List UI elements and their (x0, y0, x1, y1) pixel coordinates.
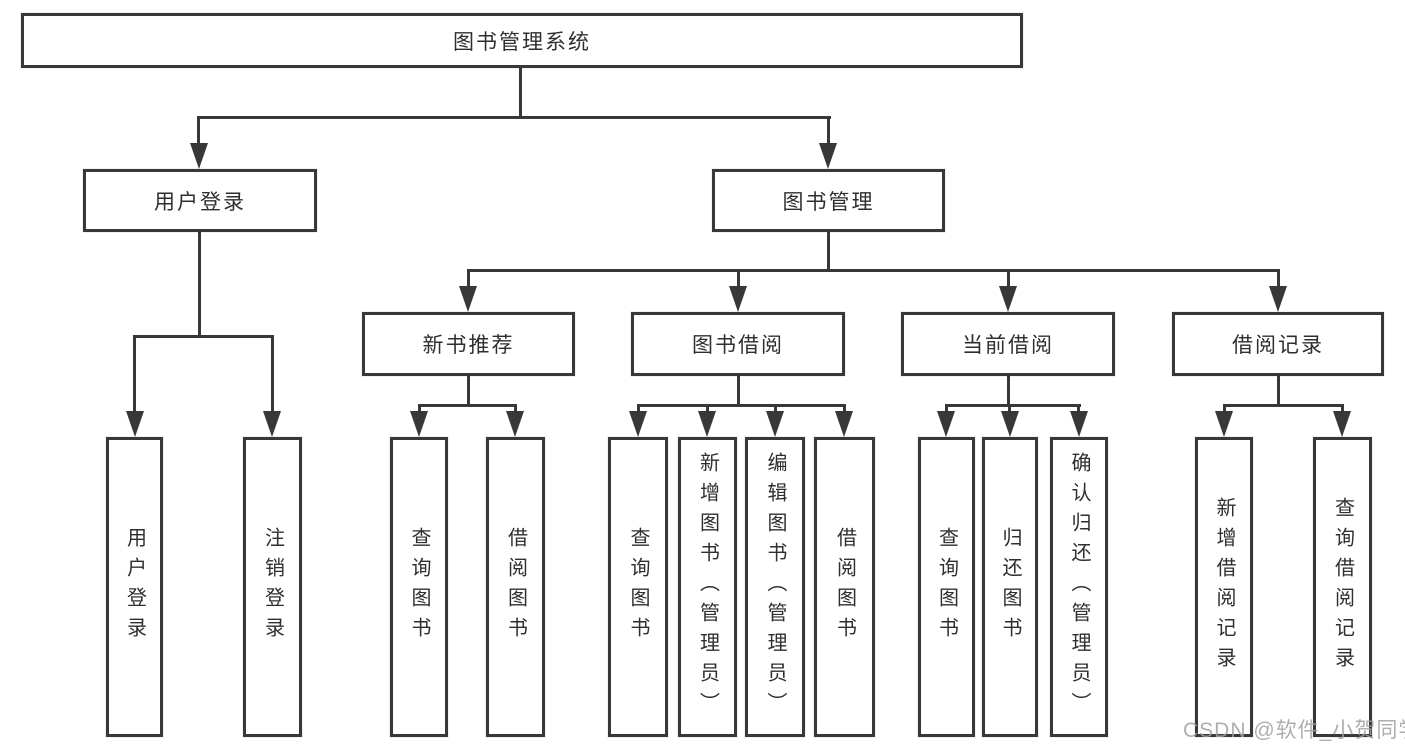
node-root: 图书管理系统 (21, 13, 1023, 68)
node-current-borrowing: 当前借阅 (901, 312, 1115, 376)
node-user-login: 用户登录 (83, 169, 317, 232)
arrow-down-icon (1070, 411, 1088, 437)
connector-line (737, 269, 740, 291)
arrow-down-icon (506, 411, 524, 437)
connector-line (197, 116, 200, 146)
connector-line (133, 335, 274, 338)
node-leaf-query-books-borrowing-label: 查询图书 (627, 527, 649, 647)
connector-line (945, 404, 1081, 407)
node-leaf-return-books: 归还图书 (982, 437, 1038, 737)
connector-line (198, 232, 201, 338)
arrow-down-icon (629, 411, 647, 437)
node-borrowing-records: 借阅记录 (1172, 312, 1384, 376)
node-leaf-borrow-books-borrowing: 借阅图书 (814, 437, 875, 737)
node-leaf-logout-label: 注销登录 (261, 527, 284, 647)
arrow-down-icon (937, 411, 955, 437)
arrow-down-icon (1269, 286, 1287, 312)
arrow-down-icon (766, 411, 784, 437)
connector-line (1341, 404, 1344, 416)
connector-line (1007, 269, 1010, 291)
node-book-borrowing-label: 图书借阅 (692, 334, 784, 357)
arrow-down-icon (459, 286, 477, 312)
node-leaf-query-books-recommend-label: 查询图书 (408, 527, 430, 647)
connector-line (1277, 376, 1280, 407)
node-book-management-label: 图书管理 (782, 190, 875, 214)
node-leaf-confirm-return-admin-label: 确认归还（管理员） (1068, 452, 1090, 722)
connector-line (418, 404, 517, 407)
arrow-down-icon (1215, 411, 1233, 437)
arrow-down-icon (263, 411, 281, 437)
node-leaf-confirm-return-admin: 确认归还（管理员） (1050, 437, 1108, 737)
node-user-login-label: 用户登录 (154, 190, 246, 214)
connector-line (637, 404, 846, 407)
arrow-down-icon (190, 143, 208, 169)
arrow-down-icon (835, 411, 853, 437)
arrow-down-icon (729, 286, 747, 312)
node-leaf-borrow-books-recommend: 借阅图书 (486, 437, 545, 737)
connector-line (133, 335, 136, 415)
node-book-management: 图书管理 (712, 169, 945, 232)
node-leaf-add-borrow-record-label: 新增借阅记录 (1213, 497, 1235, 677)
node-leaf-edit-books-admin-label: 编辑图书（管理员） (764, 452, 786, 722)
csdn-watermark: CSDN @软件_小贺同学 (1183, 719, 1405, 742)
connector-line (418, 404, 421, 416)
node-leaf-query-books-current-label: 查询图书 (935, 527, 958, 647)
arrow-down-icon (1333, 411, 1351, 437)
connector-line (945, 404, 948, 416)
connector-line (637, 404, 640, 416)
connector-line (1008, 404, 1011, 416)
node-leaf-add-borrow-record: 新增借阅记录 (1195, 437, 1253, 737)
node-leaf-user-login: 用户登录 (106, 437, 163, 737)
node-leaf-add-books-admin-label: 新增图书（管理员） (696, 452, 719, 722)
node-leaf-borrow-books-borrowing-label: 借阅图书 (833, 527, 856, 647)
node-new-book-recommendation: 新书推荐 (362, 312, 575, 376)
node-leaf-query-books-borrowing: 查询图书 (608, 437, 668, 737)
connector-line (774, 404, 777, 416)
arrow-down-icon (126, 411, 144, 437)
node-leaf-query-borrow-record: 查询借阅记录 (1313, 437, 1372, 737)
connector-line (514, 404, 517, 416)
node-current-borrowing-label: 当前借阅 (962, 334, 1054, 357)
arrow-down-icon (410, 411, 428, 437)
connector-line (1223, 404, 1344, 407)
node-leaf-query-books-recommend: 查询图书 (390, 437, 448, 737)
node-leaf-user-login-label: 用户登录 (123, 527, 146, 647)
connector-line (1007, 376, 1010, 407)
node-leaf-return-books-label: 归还图书 (999, 527, 1021, 647)
node-leaf-add-books-admin: 新增图书（管理员） (678, 437, 737, 737)
arrow-down-icon (999, 286, 1017, 312)
connector-line (271, 335, 274, 415)
node-leaf-edit-books-admin: 编辑图书（管理员） (745, 437, 805, 737)
connector-line (843, 404, 846, 416)
node-leaf-borrow-books-recommend-label: 借阅图书 (504, 527, 527, 647)
connector-line (737, 376, 740, 407)
node-leaf-query-borrow-record-label: 查询借阅记录 (1331, 497, 1354, 677)
connector-line (1077, 404, 1080, 416)
node-book-borrowing: 图书借阅 (631, 312, 845, 376)
connector-line (197, 116, 831, 119)
node-leaf-query-books-current: 查询图书 (918, 437, 975, 737)
node-new-book-recommendation-label: 新书推荐 (422, 334, 515, 357)
connector-line (519, 66, 522, 118)
node-borrowing-records-label: 借阅记录 (1232, 334, 1324, 357)
arrow-down-icon (698, 411, 716, 437)
connector-line (467, 269, 470, 291)
arrow-down-icon (819, 143, 837, 169)
connector-line (827, 116, 830, 146)
connector-line (1223, 404, 1226, 416)
connector-line (1277, 269, 1280, 291)
connector-line (467, 269, 1280, 272)
node-root-label: 图书管理系统 (453, 30, 591, 54)
connector-line (827, 232, 830, 272)
node-leaf-logout: 注销登录 (243, 437, 302, 737)
connector-line (467, 376, 470, 407)
connector-line (706, 404, 709, 416)
arrow-down-icon (1001, 411, 1019, 437)
